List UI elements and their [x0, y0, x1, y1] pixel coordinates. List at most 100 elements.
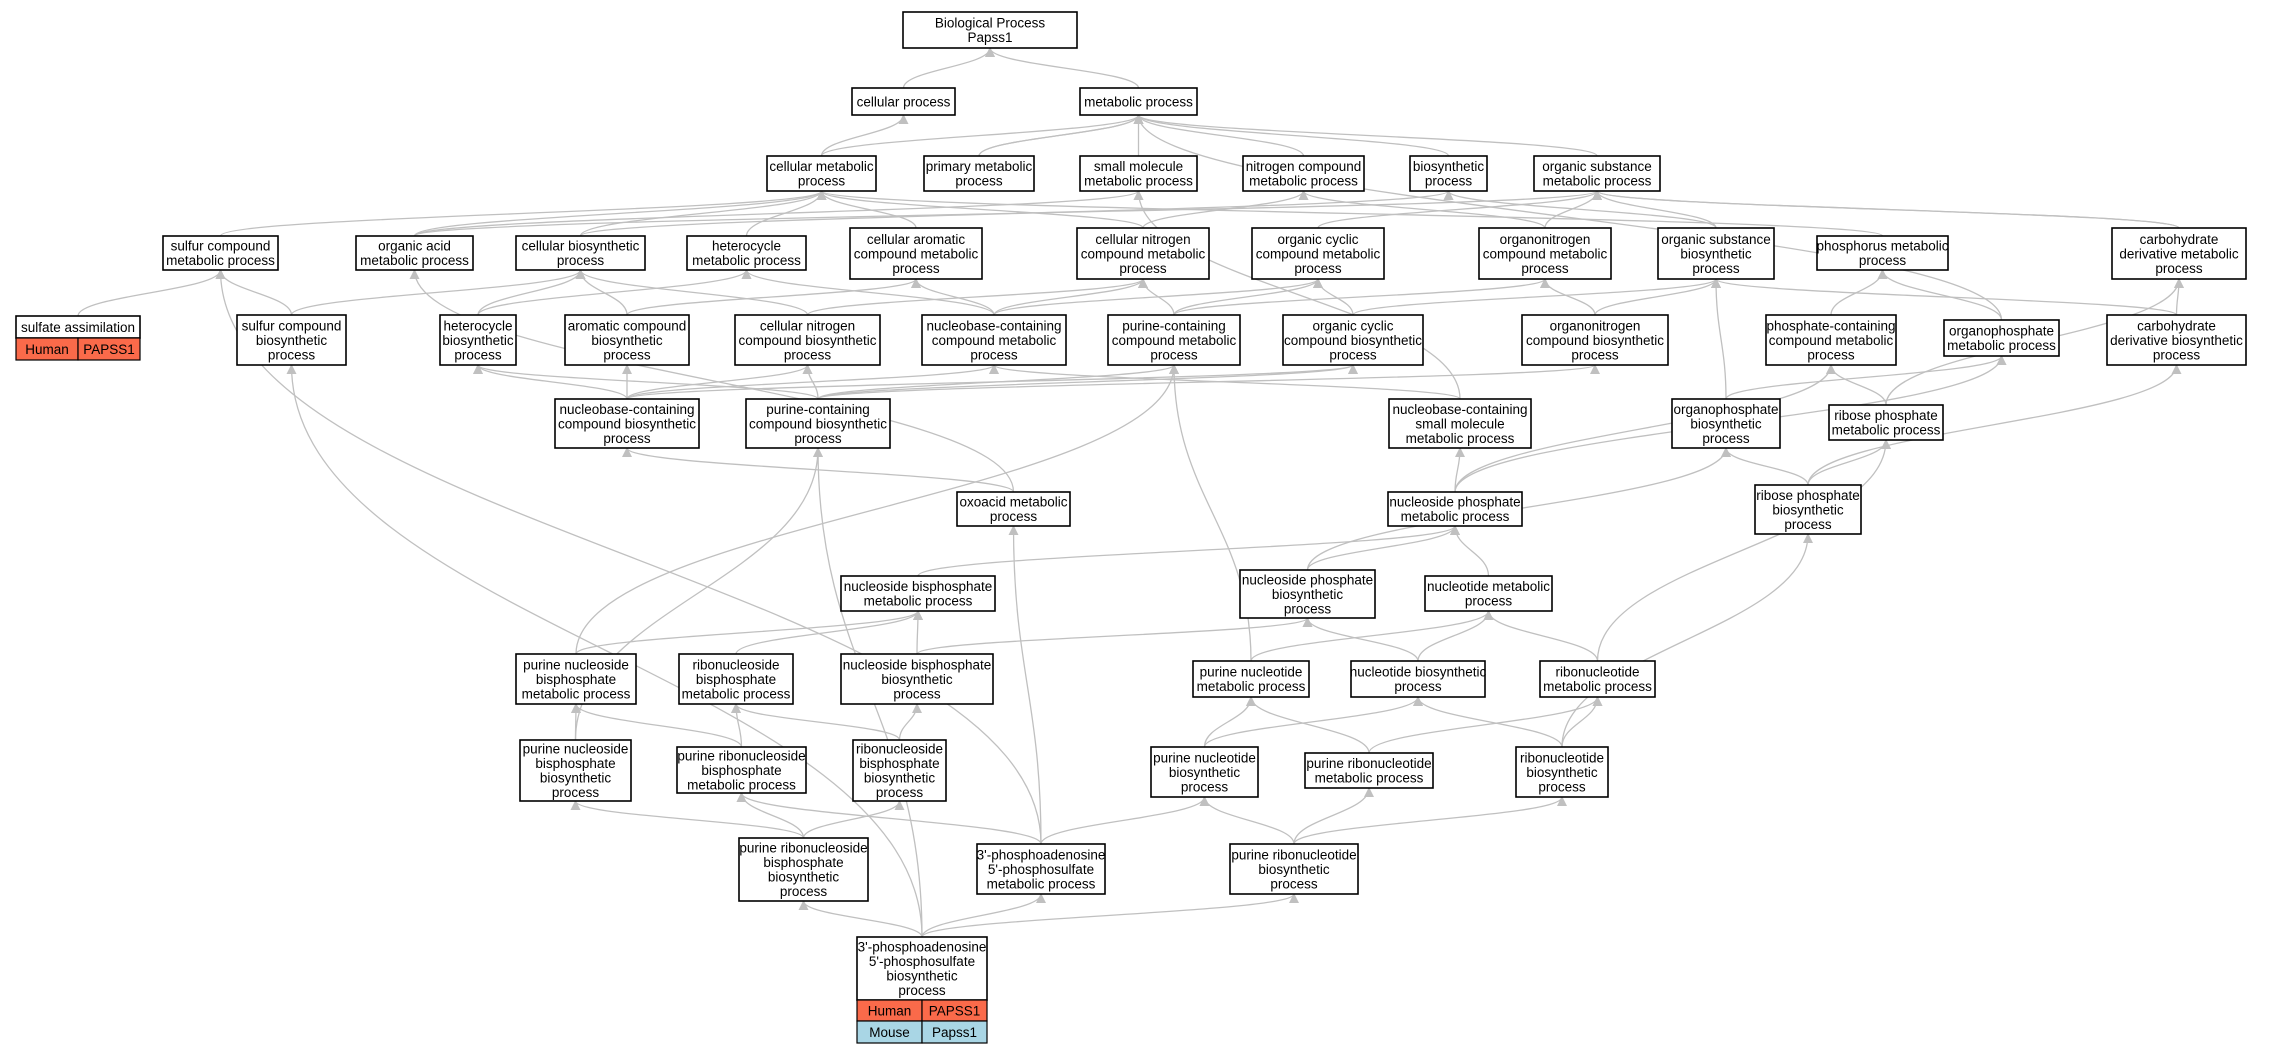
node-box [1239, 569, 1376, 619]
node-box [554, 398, 700, 449]
node-label-line: 3'-phosphoadenosine [858, 940, 987, 955]
node-box [2106, 314, 2247, 366]
node-box [1533, 155, 1661, 192]
node-box [1079, 87, 1198, 116]
node-label-line: purine ribonucleoside [739, 841, 867, 856]
node-label-line: derivative biosynthetic [2110, 333, 2243, 348]
node-label-line: compound metabolic [1483, 246, 1608, 261]
node-box [1242, 155, 1365, 192]
node-label-line: process [1329, 347, 1377, 362]
node-label-line: Papss1 [967, 30, 1012, 45]
annotation-species: Human [868, 1003, 912, 1018]
node-box [1079, 155, 1198, 192]
node-label-line: process [552, 785, 600, 800]
node-box [856, 936, 988, 1001]
node-label-line: organic cyclic [1312, 318, 1393, 333]
node-prnsbpbp[interactable]: purine ribonucleosidebisphosphatebiosynt… [738, 837, 869, 902]
edge-rpbp-to-opbp [1721, 447, 1809, 486]
edge-nsbpbp-to-nsbpmp [912, 610, 923, 655]
edge-oamp-to-smmp [413, 190, 1144, 237]
edge-rpmp-to-pcmp [1826, 364, 1887, 406]
node-papsbp[interactable]: 3'-phosphoadenosine5'-phosphosulfatebios… [856, 936, 988, 1044]
node-pnsbpbp[interactable]: purine nucleosidebisphosphatebiosyntheti… [519, 739, 632, 802]
node-label-line: metabolic process [360, 253, 469, 268]
node-label-line: compound biosynthetic [558, 416, 696, 431]
node-label-line: nucleoside bisphosphate [843, 657, 992, 672]
node-label-line: 5'-phosphosulfate [869, 954, 975, 969]
edge-rntmp-to-ntmp [1483, 610, 1599, 662]
node-label-line: biosynthetic [1680, 246, 1752, 261]
node-label-line: metabolic process [1406, 431, 1515, 446]
node-rnsbpbp[interactable]: ribonucleosidebisphosphatebiosyntheticpr… [852, 739, 947, 802]
node-label-line: nucleoside phosphate [1389, 495, 1520, 510]
edge-scbp-to-scmp [215, 269, 293, 316]
node-prnsbpmp[interactable]: purine ribonucleosidebisphosphatemetabol… [676, 746, 807, 794]
node-label-line: cellular metabolic [769, 159, 874, 174]
node-label-line: process [955, 174, 1003, 189]
node-label-line: biosynthetic [1526, 765, 1598, 780]
node-cp[interactable]: cellular process [851, 87, 956, 116]
node-label-line: organic acid [378, 239, 451, 254]
edge-prntmp-to-pntmp [1246, 696, 1370, 754]
node-box [1671, 398, 1781, 449]
node-nsbpbp[interactable]: nucleoside bisphosphatebiosyntheticproce… [840, 653, 994, 705]
edge-scmp-to-cmp [219, 190, 827, 237]
node-label-line: sulfur compound [171, 239, 271, 254]
node-label-line: purine nucleoside [523, 657, 629, 672]
node-box [355, 235, 474, 271]
node-mp[interactable]: metabolic process [1079, 87, 1198, 116]
node-box [923, 155, 1035, 192]
node-papsmp[interactable]: 3'-phosphoadenosine5'-phosphosulfatemeta… [976, 843, 1106, 895]
